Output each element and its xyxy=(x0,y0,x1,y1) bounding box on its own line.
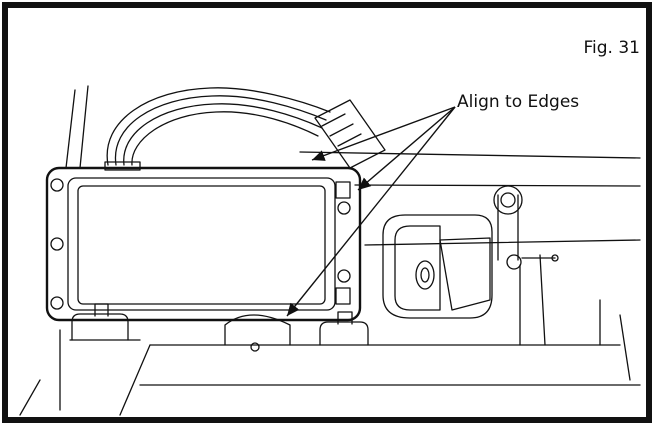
arrow-top-edge xyxy=(311,106,456,161)
arrow-right-edge xyxy=(357,106,456,191)
wire-harness xyxy=(104,87,331,171)
figure-label: Fig. 31 xyxy=(583,38,641,58)
lower-brackets xyxy=(71,303,369,352)
right-mechanism xyxy=(382,185,559,319)
housing-lines xyxy=(19,85,641,416)
callout-arrows xyxy=(286,106,456,317)
connector-plug xyxy=(314,99,386,169)
callout-label: Align to Edges xyxy=(457,92,580,112)
arrow-bottom-edge xyxy=(286,106,456,317)
control-module xyxy=(45,166,362,322)
